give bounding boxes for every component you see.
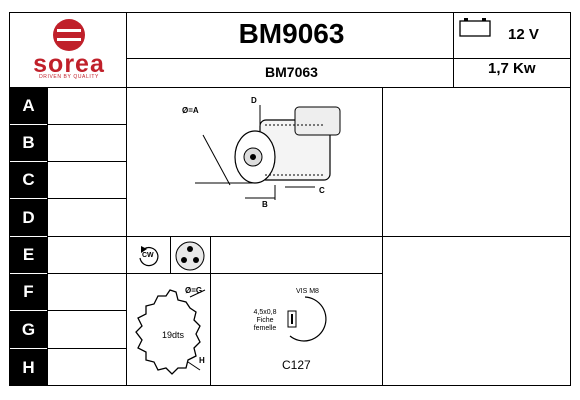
power: 1,7 Kw xyxy=(488,60,536,77)
row-label-h: H xyxy=(10,349,47,386)
bolt-pattern-icon xyxy=(175,241,205,271)
divider xyxy=(453,12,454,88)
pinion-gear-drawing xyxy=(135,289,206,375)
logo xyxy=(10,13,126,87)
rotation-label: CW xyxy=(142,252,154,259)
divider xyxy=(47,310,126,311)
divider xyxy=(170,236,171,273)
divider xyxy=(9,87,571,88)
outer-frame xyxy=(9,12,571,386)
row-label-f: F xyxy=(10,274,47,310)
row-label-a: A xyxy=(10,88,47,124)
label-b: B xyxy=(262,200,268,209)
alt-reference: BM7063 xyxy=(265,64,318,80)
label-h: H xyxy=(199,356,205,365)
connector-spec: 4,5x0,8 Fiche femelle xyxy=(253,309,277,332)
label-diameter-a: Ø=A xyxy=(182,106,199,115)
divider xyxy=(47,198,126,199)
logo-name: sorea xyxy=(33,50,105,78)
row-label-b: B xyxy=(10,125,47,161)
divider xyxy=(126,273,382,274)
row-label-c: C xyxy=(10,162,47,198)
connector-code: C127 xyxy=(282,358,311,372)
divider xyxy=(47,348,126,349)
screw-label: VIS M8 xyxy=(296,288,319,295)
divider xyxy=(126,236,571,237)
divider xyxy=(210,236,211,386)
label-d: D xyxy=(251,96,257,105)
connector-drawing xyxy=(287,296,327,342)
divider xyxy=(126,58,571,59)
reference-number: BM9063 xyxy=(238,18,345,49)
divider xyxy=(47,161,126,162)
row-label-d: D xyxy=(10,199,47,236)
logo-tagline: DRIVEN BY QUALITY xyxy=(39,74,99,80)
sorea-logo-icon xyxy=(53,19,85,51)
label-c: C xyxy=(319,186,325,195)
row-label-g: G xyxy=(10,311,47,348)
starter-motor-drawing xyxy=(195,105,341,200)
voltage: 12 V xyxy=(508,26,539,43)
divider xyxy=(126,12,127,386)
teeth-count: 19dts xyxy=(162,330,185,340)
divider xyxy=(47,87,48,386)
battery-icon xyxy=(459,18,491,37)
rotation-arrow-icon xyxy=(139,246,159,267)
divider xyxy=(47,236,126,237)
divider xyxy=(47,273,126,274)
divider xyxy=(47,124,126,125)
row-label-e: E xyxy=(10,237,47,273)
label-diameter-g: Ø=G xyxy=(185,286,203,295)
